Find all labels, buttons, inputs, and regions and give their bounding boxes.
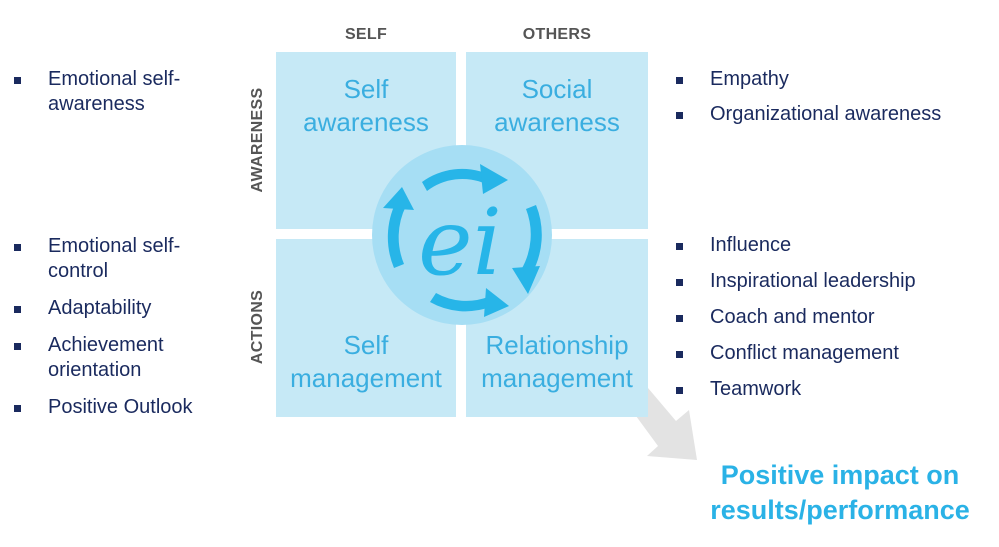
social-awareness-competencies: Empathy Organizational awareness — [674, 67, 994, 127]
quadrant-title-line: Self — [343, 330, 389, 360]
list-item: Emotional self-control — [12, 234, 212, 284]
quadrant-title-line: management — [481, 363, 633, 393]
quadrant-title-self-management: Self management — [276, 329, 456, 395]
quadrant-title-social-awareness: Social awareness — [466, 73, 648, 139]
quadrant-title-line: Relationship — [485, 330, 629, 360]
column-header-self: SELF — [344, 26, 388, 43]
list-item: Achievement orientation — [12, 333, 212, 383]
quadrant-title-line: Self — [343, 74, 389, 104]
self-management-competencies: Emotional self-control Adaptability Achi… — [12, 234, 212, 420]
ei-logo-text: ei — [418, 189, 502, 296]
self-awareness-competencies: Emotional self-awareness — [12, 67, 212, 117]
column-header-others: OTHERS — [522, 26, 592, 43]
quadrant-title-self-awareness: Self awareness — [276, 73, 456, 139]
list-item: Emotional self-awareness — [12, 67, 212, 117]
quadrant-title-line: awareness — [494, 107, 620, 137]
list-item: Influence — [674, 233, 994, 258]
relationship-management-competencies: Influence Inspirational leadership Coach… — [674, 233, 994, 402]
quadrant-title-relationship-management: Relationship management — [466, 329, 648, 395]
quadrant-self-awareness: Self awareness — [276, 52, 456, 229]
list-item: Empathy — [674, 67, 994, 92]
cycle-arrows-icon — [383, 164, 542, 317]
quadrant-title-line: Social — [521, 74, 593, 104]
quadrant-social-awareness: Social awareness — [466, 52, 648, 229]
list-item: Conflict management — [674, 341, 994, 366]
list-item: Inspirational leadership — [674, 269, 994, 294]
list-item: Positive Outlook — [12, 395, 212, 420]
list-item: Teamwork — [674, 377, 994, 402]
outcome-line: Positive impact on — [720, 460, 960, 490]
quadrant-title-line: awareness — [303, 107, 429, 137]
list-item: Organizational awareness — [674, 102, 994, 127]
quadrant-title-line: management — [290, 363, 442, 393]
outcome-line: results/performance — [710, 495, 970, 525]
list-item: Adaptability — [12, 296, 212, 321]
outcome-text: Positive impact on results/performance — [690, 458, 990, 528]
ei-logo-circle — [372, 145, 552, 325]
list-item: Coach and mentor — [674, 305, 994, 330]
